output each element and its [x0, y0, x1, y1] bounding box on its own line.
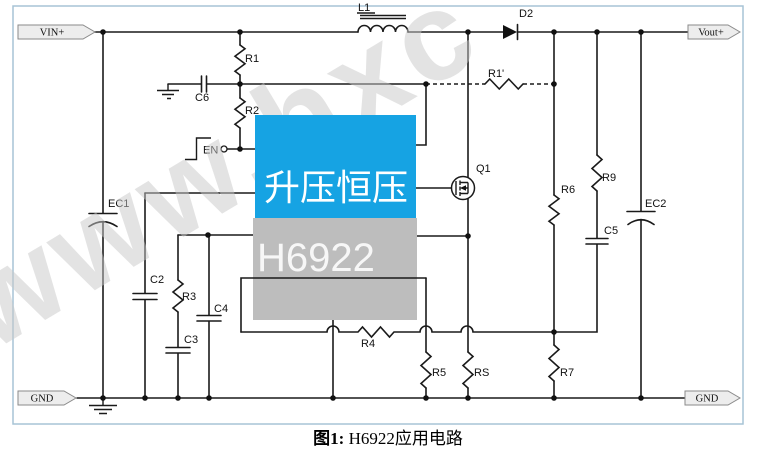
label-r6: R6 — [561, 184, 575, 196]
capacitor-c4 — [196, 314, 222, 322]
terminal-label-gnd-right: GND — [696, 394, 719, 405]
capacitor-ec2 — [626, 210, 656, 226]
terminal-tag-vout: Vout+ — [687, 24, 741, 40]
enable-step-icon — [185, 137, 211, 161]
resistor-r6 — [547, 194, 561, 226]
terminal-label-vout: Vout+ — [698, 28, 724, 39]
figure-caption-title: H6922应用电路 — [349, 429, 463, 448]
mosfet-q1 — [450, 175, 476, 201]
label-l1: L1 — [358, 2, 370, 14]
component-labels: L1 D2 R1 C6 R2 EN R1' Q1 EC1 C2 R3 C3 C4… — [108, 2, 666, 379]
label-ec2: EC2 — [645, 198, 666, 210]
terminal-tag-gnd-right: GND — [684, 390, 741, 406]
label-r2: R2 — [245, 105, 259, 117]
label-r1p: R1' — [488, 68, 504, 80]
label-r7: R7 — [560, 367, 574, 379]
label-q1: Q1 — [476, 163, 491, 175]
wires — [76, 31, 689, 399]
blue-overlay-box — [255, 115, 416, 218]
capacitor-c3 — [165, 346, 191, 354]
label-r1: R1 — [245, 53, 259, 65]
ground-symbol-main — [89, 398, 117, 415]
blue-overlay-headline: 升压恒压 — [264, 167, 408, 208]
figure-frame — [12, 5, 744, 425]
resistor-r1p — [484, 77, 524, 91]
label-rs: RS — [474, 367, 489, 379]
chip-body-overlay — [253, 218, 417, 320]
figure-caption-prefix: 图1: — [313, 429, 348, 448]
terminal-label-gnd-left: GND — [31, 394, 54, 405]
resistor-rs — [461, 351, 475, 389]
label-c4: C4 — [214, 303, 228, 315]
ground-symbol-c6 — [157, 84, 179, 100]
chip-part-number: H6922 — [257, 236, 375, 280]
label-en: EN — [203, 145, 218, 157]
label-c2: C2 — [150, 274, 164, 286]
resistor-r3 — [171, 279, 185, 313]
capacitor-ec1 — [88, 212, 118, 228]
resistor-r2 — [233, 97, 247, 129]
terminal-tag-gnd-left: GND — [17, 390, 77, 406]
capacitor-c2 — [132, 292, 158, 301]
terminal-tag-vin: VIN+ — [17, 24, 96, 40]
en-terminal-circle — [220, 145, 228, 153]
label-c3: C3 — [184, 334, 198, 346]
capacitor-c5 — [585, 237, 609, 245]
chip-outline — [240, 277, 427, 333]
diode-d2 — [503, 23, 519, 41]
label-c5: C5 — [604, 225, 618, 237]
label-r4: R4 — [361, 338, 375, 350]
terminal-label-vin: VIN+ — [40, 28, 65, 39]
label-ec1: EC1 — [108, 198, 129, 210]
resistor-r5 — [419, 351, 433, 389]
label-r3: R3 — [182, 291, 196, 303]
capacitor-c6 — [200, 75, 208, 93]
label-c6: C6 — [195, 92, 209, 104]
label-r9: R9 — [602, 172, 616, 184]
resistor-r1 — [233, 44, 247, 76]
label-d2: D2 — [519, 8, 533, 20]
resistor-r9 — [590, 154, 604, 192]
inductor-l1 — [357, 12, 409, 33]
figure-caption: 图1: H6922应用电路 — [313, 429, 463, 448]
resistor-r7 — [547, 344, 561, 382]
junction-dots — [100, 29, 644, 401]
label-r5: R5 — [432, 367, 446, 379]
